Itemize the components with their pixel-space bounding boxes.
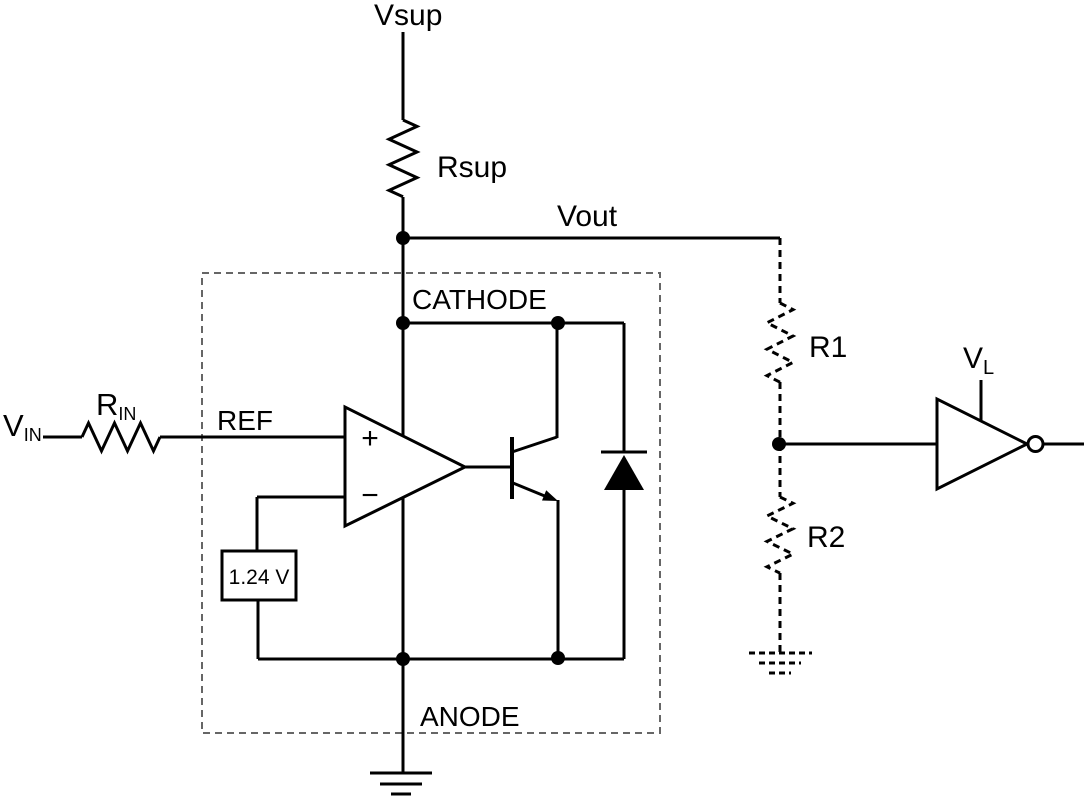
rsup-label: Rsup	[437, 151, 507, 184]
rin-resistor	[80, 419, 162, 455]
junction-dot	[772, 437, 786, 451]
rin-label-subscript: IN	[118, 404, 136, 424]
vsup-label: Vsup	[374, 0, 442, 32]
junction-dot	[396, 316, 410, 330]
junction-dot	[551, 316, 565, 330]
inverter-bubble	[1026, 435, 1045, 453]
shunt-reference-boundary-box	[201, 272, 661, 734]
internal-reference-value: 1.24 V	[229, 566, 290, 589]
junction-dot	[396, 652, 410, 666]
opamp-minus-input-label: −	[361, 479, 379, 512]
diode-body	[604, 455, 644, 490]
collector-wire	[511, 323, 559, 454]
emitter-arrow	[542, 490, 558, 501]
junction-dot	[396, 231, 410, 245]
vin-label-subscript: IN	[24, 425, 42, 445]
ground-symbol	[370, 771, 432, 796]
vl-label-main: V	[963, 342, 983, 375]
dashed-ground-symbol	[749, 651, 812, 675]
npn-transistor	[465, 323, 560, 658]
r1-resistor	[763, 301, 797, 384]
buffer-triangle	[935, 396, 1031, 492]
junction-dot	[551, 651, 565, 665]
ref-label: REF	[217, 405, 273, 436]
solid-wires	[43, 32, 780, 773]
r1-label: R1	[809, 331, 847, 364]
vl-label: VL	[963, 342, 994, 379]
cathode-label: CATHODE	[412, 284, 547, 315]
rin-label-main: R	[96, 387, 118, 422]
r2-resistor	[763, 495, 797, 575]
vout-label: Vout	[557, 200, 618, 233]
r2-label: R2	[807, 521, 845, 554]
vin-label: VIN	[3, 408, 42, 445]
rsup-resistor	[385, 118, 421, 199]
opamp-plus-input-label: +	[361, 422, 379, 455]
dashed-divider-branch	[763, 238, 797, 652]
vl-label-subscript: L	[983, 357, 994, 379]
logic-buffer	[779, 380, 1084, 492]
rin-label: RIN	[96, 387, 136, 424]
internal-reference-box	[220, 549, 298, 602]
anode-label: ANODE	[420, 701, 520, 732]
junction-dots	[396, 231, 786, 666]
vin-label-main: V	[3, 408, 24, 443]
opamp	[343, 404, 469, 529]
